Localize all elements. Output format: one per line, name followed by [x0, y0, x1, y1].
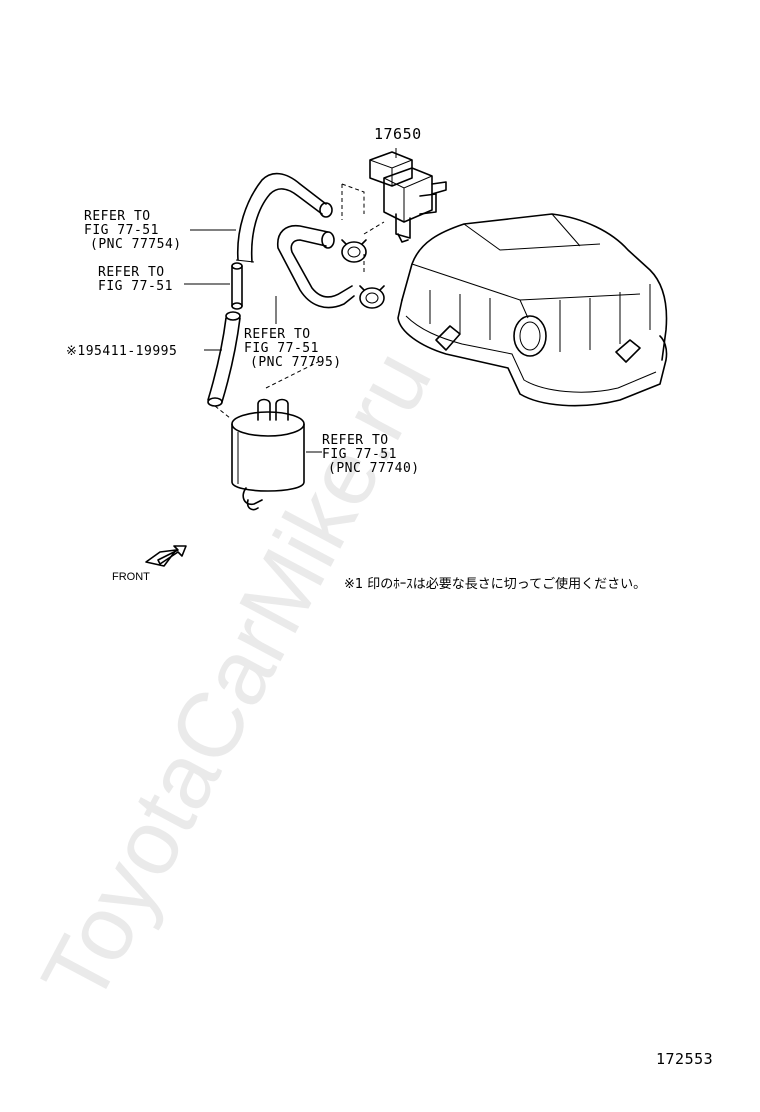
- middle-vacuum-hose: [276, 224, 355, 309]
- hose-clamp-lower: [359, 285, 385, 309]
- svg-text:(PNC 77740): (PNC 77740): [328, 461, 420, 476]
- svg-text:FIG 77-51: FIG 77-51: [244, 341, 319, 356]
- air-cleaner-case: [397, 213, 668, 407]
- front-arrow-icon: [145, 545, 187, 567]
- callout-refer-2: REFER TO FIG 77-51: [98, 265, 173, 294]
- svg-text:REFER TO: REFER TO: [98, 265, 165, 280]
- short-pipe: [231, 262, 243, 310]
- upper-vacuum-hose: [235, 172, 333, 263]
- vsv-valve-part: [369, 151, 447, 243]
- callout-refer-1: REFER TO FIG 77-51 (PNC 77754): [84, 209, 182, 252]
- svg-text:FIG 77-51: FIG 77-51: [84, 223, 159, 238]
- cut-hose: [207, 311, 241, 407]
- svg-text:(PNC 77754): (PNC 77754): [90, 237, 182, 252]
- svg-text:REFER TO: REFER TO: [84, 209, 151, 224]
- callout-refer-4: REFER TO FIG 77-51 (PNC 77740): [322, 433, 420, 476]
- callout-hose-note: ※195411-19995: [66, 344, 177, 359]
- japanese-note: ※1 印のﾎｰｽは必要な長さに切ってご使用ください。: [344, 576, 646, 592]
- canister-dashed-link-2: [265, 359, 323, 389]
- part-number-17650: 17650: [374, 125, 422, 143]
- valve-dashed-link-b: [363, 221, 385, 272]
- valve-dashed-link-a: [341, 183, 365, 220]
- svg-text:(PNC 77795): (PNC 77795): [250, 355, 342, 370]
- callout-refer-3: REFER TO FIG 77-51 (PNC 77795): [244, 327, 342, 370]
- svg-text:REFER TO: REFER TO: [244, 327, 311, 342]
- canister-dashed-link: [214, 405, 231, 419]
- svg-text:FIG 77-51: FIG 77-51: [322, 447, 397, 462]
- hose-clamp-upper: [341, 239, 367, 263]
- charcoal-canister: [231, 398, 305, 511]
- svg-text:REFER TO: REFER TO: [322, 433, 389, 448]
- svg-text:FIG 77-51: FIG 77-51: [98, 279, 173, 294]
- front-label: FRONT: [112, 571, 150, 583]
- figure-number: 172553: [656, 1050, 713, 1068]
